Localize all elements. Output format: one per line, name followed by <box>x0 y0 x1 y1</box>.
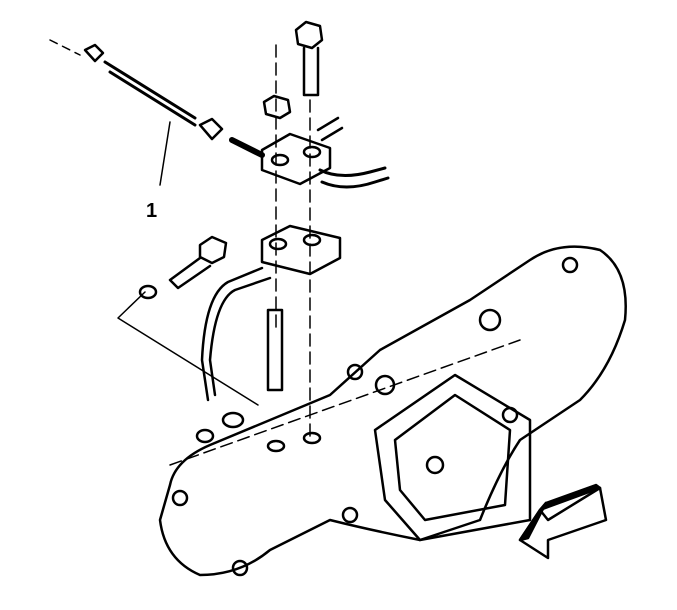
upper-bracket <box>260 116 390 189</box>
washer <box>221 411 245 429</box>
washer <box>302 431 322 445</box>
leader-line <box>117 291 259 406</box>
nut <box>262 94 292 120</box>
callout-1: 1 <box>146 200 158 222</box>
washer <box>195 428 215 444</box>
stud <box>266 308 284 392</box>
egr-tube-part-1 <box>49 39 265 186</box>
lower-bracket <box>200 224 342 402</box>
front-direction-arrow <box>518 483 608 560</box>
washer <box>266 439 286 453</box>
bolt-left <box>138 235 228 300</box>
exhaust-manifold <box>158 245 627 577</box>
